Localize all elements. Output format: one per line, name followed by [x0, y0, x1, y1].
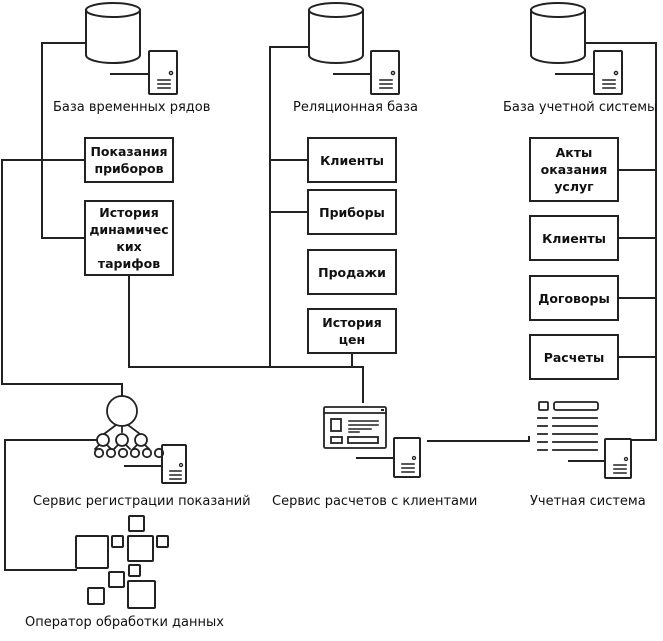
table-price-history[interactable]: История цен — [307, 308, 397, 354]
table-sales[interactable]: Продажи — [307, 249, 397, 295]
connector — [128, 275, 364, 403]
database-cylinder-icon — [85, 2, 141, 64]
server-tower-icon — [555, 50, 623, 95]
table-label: История динамичес ких тарифов — [89, 205, 169, 271]
table-service-acts[interactable]: Акты оказания услуг — [529, 137, 619, 202]
table-contracts[interactable]: Договоры — [529, 275, 619, 321]
table-settlements[interactable]: Расчеты — [529, 334, 619, 380]
table-label: Продажи — [318, 264, 386, 280]
connector — [584, 42, 657, 441]
database-cylinder-icon — [530, 2, 586, 64]
table-label: Договоры — [538, 290, 610, 306]
table-clients[interactable]: Клиенты — [307, 137, 397, 183]
connector — [1, 159, 123, 397]
database-label-accounting: База учетной системы — [503, 100, 658, 115]
database-label-timeseries: База временных рядов — [53, 100, 211, 115]
service-label-data-operator: Оператор обработки данных — [25, 615, 224, 630]
connector — [427, 436, 530, 442]
connector — [4, 439, 98, 571]
service-label-client-billing: Сервис расчетов с клиентами — [272, 494, 478, 509]
table-label: Показания приборов — [90, 144, 168, 176]
server-tower-icon — [110, 50, 178, 95]
table-dynamic-tariff-history[interactable]: История динамичес ких тарифов — [84, 200, 174, 276]
server-tower-icon — [568, 438, 632, 479]
hierarchy-icon — [93, 395, 165, 459]
document-list-icon — [537, 401, 599, 451]
table-label: Приборы — [319, 204, 385, 220]
connector — [269, 46, 353, 368]
table-label: Акты оказания услуг — [540, 145, 608, 194]
squares-cluster-icon — [75, 515, 169, 609]
service-label-reading-registration: Сервис регистрации показаний — [33, 494, 251, 509]
table-accounting-clients[interactable]: Клиенты — [529, 215, 619, 261]
server-tower-icon — [124, 444, 187, 484]
table-label: История цен — [322, 315, 382, 347]
connector — [41, 42, 87, 239]
app-window-icon — [323, 406, 387, 449]
table-devices[interactable]: Приборы — [307, 189, 397, 235]
database-cylinder-icon — [308, 2, 364, 64]
server-tower-icon — [333, 50, 400, 95]
table-label: Расчеты — [543, 349, 605, 365]
table-meter-readings[interactable]: Показания приборов — [84, 137, 174, 183]
database-label-relational: Реляционная база — [293, 100, 418, 115]
table-label: Клиенты — [542, 230, 606, 246]
server-tower-icon — [356, 437, 421, 478]
table-label: Клиенты — [320, 152, 384, 168]
service-label-accounting-system: Учетная система — [530, 494, 646, 509]
